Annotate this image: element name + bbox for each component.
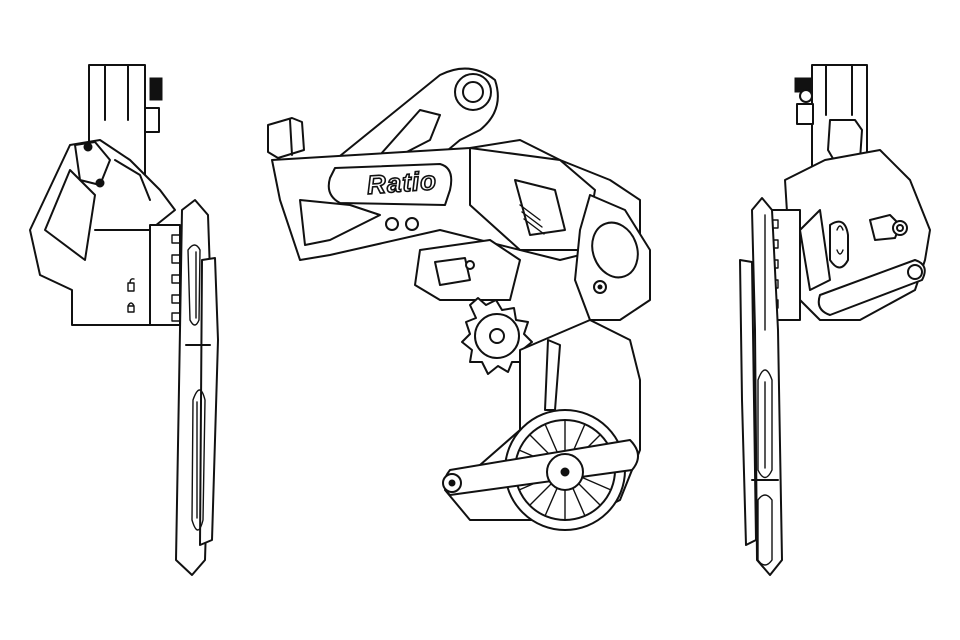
lower-pulley bbox=[442, 409, 639, 531]
upper-pulley bbox=[461, 297, 533, 375]
